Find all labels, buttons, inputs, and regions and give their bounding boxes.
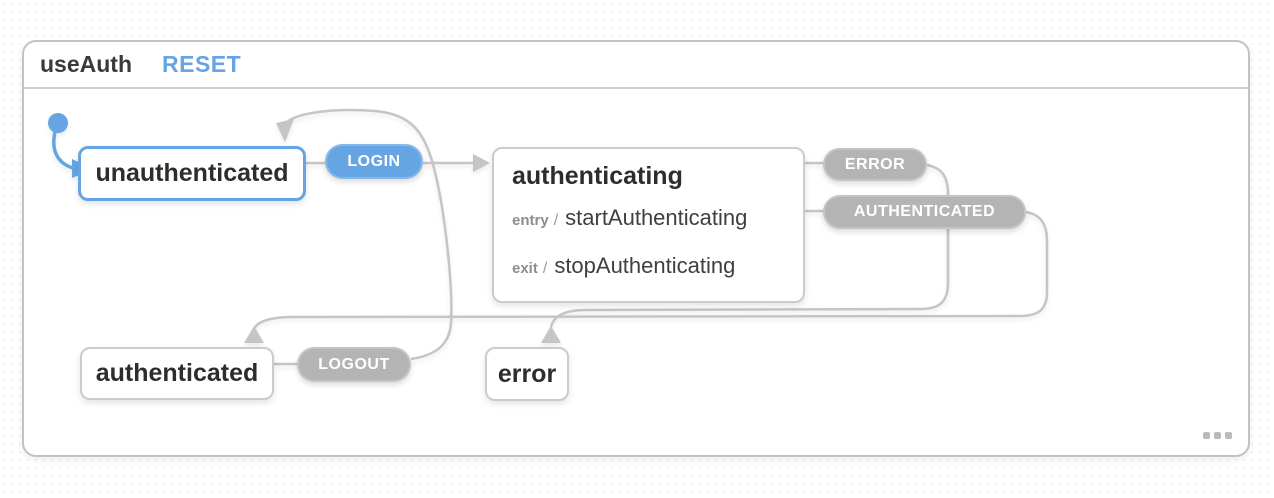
state-error[interactable]: error: [485, 347, 569, 401]
state-error-label: error: [497, 359, 557, 388]
state-authenticated[interactable]: authenticated: [80, 347, 274, 400]
machine-title: useAuth: [40, 51, 132, 77]
event-login[interactable]: LOGIN: [325, 144, 423, 179]
ellipsis-dot: [1225, 432, 1232, 439]
reset-event-button[interactable]: RESET: [162, 51, 242, 77]
entry-separator: /: [553, 212, 559, 229]
entry-action-name: startAuthenticating: [565, 205, 748, 230]
state-authenticated-label: authenticated: [95, 359, 259, 387]
exit-separator: /: [542, 260, 548, 277]
machine-header: useAuth RESET: [24, 42, 1248, 89]
ellipsis-dot: [1203, 432, 1210, 439]
ellipsis-dot: [1214, 432, 1221, 439]
state-unauthenticated-label: unauthenticated: [95, 159, 289, 187]
exit-keyword: exit: [512, 260, 538, 277]
state-unauthenticated[interactable]: unauthenticated: [78, 146, 306, 201]
ellipsis-icon[interactable]: [1201, 430, 1234, 441]
state-authenticating[interactable]: authenticating entry / startAuthenticati…: [492, 147, 805, 303]
event-authenticated[interactable]: AUTHENTICATED: [823, 195, 1026, 229]
event-logout[interactable]: LOGOUT: [297, 347, 411, 382]
exit-action-row: exit / stopAuthenticating: [512, 253, 735, 279]
exit-action-name: stopAuthenticating: [554, 253, 736, 278]
entry-action-row: entry / startAuthenticating: [512, 205, 747, 231]
state-authenticating-label: authenticating: [512, 162, 683, 190]
entry-keyword: entry: [512, 212, 549, 229]
event-error[interactable]: ERROR: [823, 148, 927, 181]
